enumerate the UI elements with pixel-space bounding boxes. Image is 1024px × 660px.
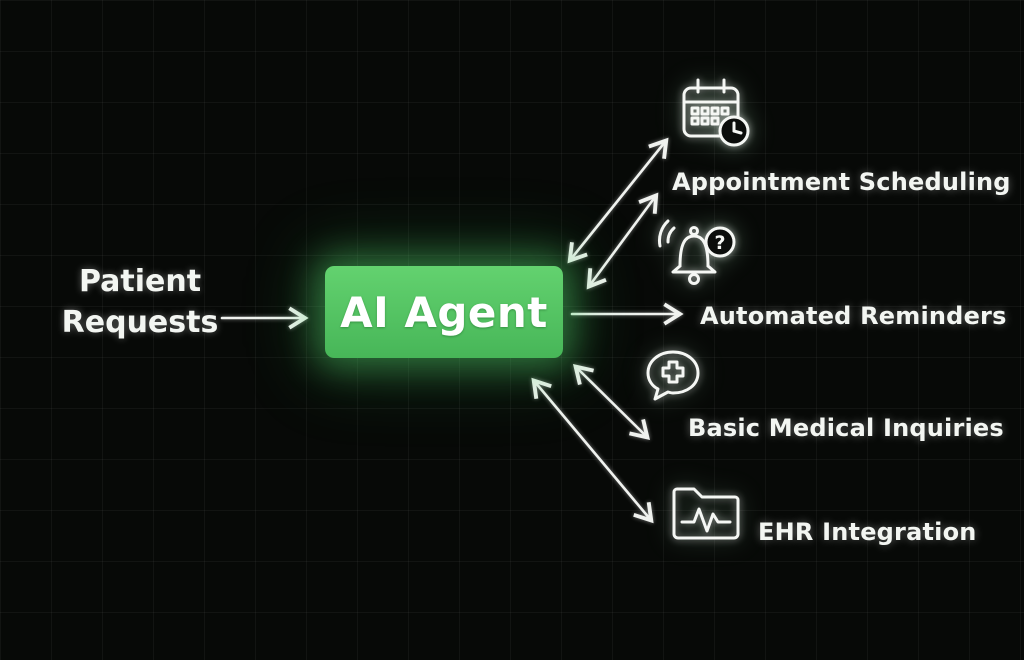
appointment-scheduling-label: Appointment Scheduling (672, 168, 1011, 196)
bell-question-icon: ? (654, 214, 740, 288)
ai-agent-label: AI Agent (340, 287, 548, 337)
svg-text:?: ? (714, 232, 725, 254)
arrow-agent-to-scheduling-b (586, 192, 659, 290)
automated-reminders-label: Automated Reminders (700, 302, 1007, 330)
ehr-integration-label: EHR Integration (758, 518, 977, 546)
arrow-agent-to-ehr (531, 377, 654, 524)
ai-agent-node: AI Agent (325, 266, 563, 358)
arrow-agent-to-inquiries (572, 364, 651, 440)
calendar-clock-icon (674, 72, 752, 150)
basic-medical-inquiries-label: Basic Medical Inquiries (688, 414, 1004, 442)
patient-requests-label: Patient Requests (61, 264, 219, 340)
folder-ekg-icon (666, 478, 746, 546)
chat-medical-cross-icon (642, 346, 704, 404)
